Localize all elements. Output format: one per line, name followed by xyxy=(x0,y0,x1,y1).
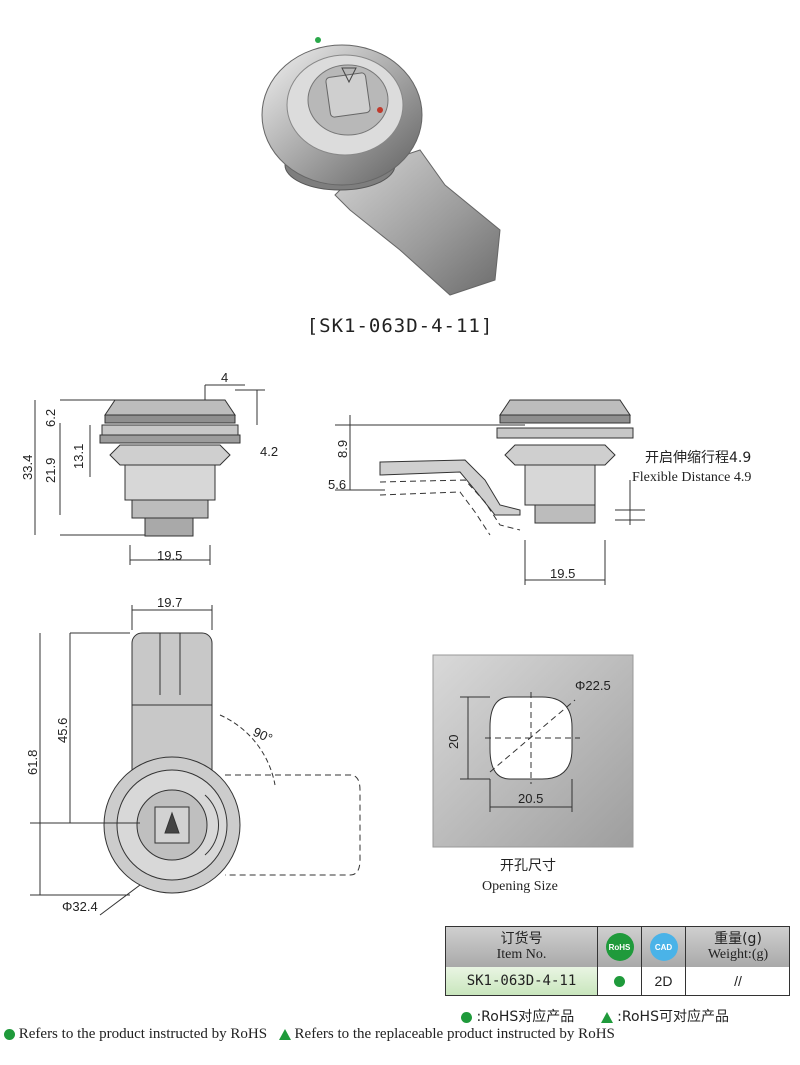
header-rohs: RoHS xyxy=(598,927,642,967)
table-header-row: 订货号 Item No. RoHS CAD 重量(g) Weight:(g) xyxy=(446,927,789,968)
opening-diameter: Φ22.5 xyxy=(575,678,611,693)
legend-line: :RoHS对应产品 :RoHS可对应产品 xyxy=(445,1006,795,1026)
legend-triangle-icon xyxy=(600,1011,613,1023)
footer-rohs-en: Refers to the product instructed by RoHS xyxy=(18,1026,268,1042)
product-title: [SK1-063D-4-11] xyxy=(306,315,494,337)
dim-13-1: 13.1 xyxy=(71,444,86,469)
rohs-value xyxy=(598,967,642,995)
legend-replaceable-cn: :RoHS可对应产品 xyxy=(617,1009,729,1025)
dim-8-9: 8.9 xyxy=(335,440,350,458)
header-item-cn: 订货号 xyxy=(500,931,543,947)
header-weight-cn: 重量(g) xyxy=(714,931,762,947)
item-no-value: SK1-063D-4-11 xyxy=(446,967,598,995)
dim-45-6: 45.6 xyxy=(55,718,70,743)
dim-6-2: 6.2 xyxy=(43,409,58,427)
bottom-view-drawing: 19.7 45.6 61.8 90° Φ32.4 xyxy=(25,595,361,916)
opening-width: 20.5 xyxy=(518,791,543,806)
header-item-no: 订货号 Item No. xyxy=(446,927,598,967)
opening-height: 20 xyxy=(446,735,461,749)
rohs-badge-icon: RoHS xyxy=(605,933,634,961)
cad-badge-icon: CAD xyxy=(649,933,678,961)
table-row: SK1-063D-4-11 2D // xyxy=(446,967,789,995)
flex-distance-cn: 开启伸缩行程4.9 xyxy=(645,450,751,466)
product-photo xyxy=(261,37,501,296)
opening-size-en: Opening Size xyxy=(482,879,558,894)
rohs-dot-icon xyxy=(614,975,625,987)
header-cad: CAD xyxy=(642,927,686,967)
dim-19-5-front: 19.5 xyxy=(157,548,182,563)
opening-size-drawing: Φ22.5 20 20.5 开孔尺寸 Opening Size xyxy=(432,654,634,894)
dim-61-8: 61.8 xyxy=(25,750,40,775)
opening-size-cn: 开孔尺寸 xyxy=(500,858,556,874)
dim-5-6: 5.6 xyxy=(328,477,346,492)
dim-33-4: 33.4 xyxy=(20,455,35,480)
side-view-drawing: 8.9 5.6 19.5 开启伸缩行程4.9 Flexible Distance… xyxy=(328,399,751,585)
footer-line: Refers to the product instructed by RoHS… xyxy=(4,1026,800,1043)
front-view-drawing: 4 6.2 33.4 21.9 13.1 4.2 19.5 xyxy=(20,370,278,565)
header-weight: 重量(g) Weight:(g) xyxy=(686,927,790,967)
footer-replaceable-en: Refers to the replaceable product instru… xyxy=(294,1026,615,1042)
weight-value: // xyxy=(734,973,742,989)
footer-triangle-icon xyxy=(278,1029,291,1041)
cad-value: 2D xyxy=(642,967,686,995)
angle-90: 90° xyxy=(251,724,275,746)
header-weight-en: Weight:(g) xyxy=(707,947,769,962)
flex-distance-en: Flexible Distance 4.9 xyxy=(632,470,751,485)
dim-4-2: 4.2 xyxy=(260,444,278,459)
legend-dot-icon xyxy=(461,1011,472,1023)
dim-diameter-32-4: Φ32.4 xyxy=(62,899,98,914)
spec-table: 订货号 Item No. RoHS CAD 重量(g) Weight:(g) S… xyxy=(445,926,790,996)
dim-21-9: 21.9 xyxy=(43,458,58,483)
dim-19-5-side: 19.5 xyxy=(550,566,575,581)
dim-4: 4 xyxy=(221,370,228,385)
dim-19-7: 19.7 xyxy=(157,595,182,610)
footer-dot-icon xyxy=(4,1029,15,1041)
header-item-en: Item No. xyxy=(496,947,547,962)
legend-rohs-cn: :RoHS对应产品 xyxy=(476,1009,575,1025)
